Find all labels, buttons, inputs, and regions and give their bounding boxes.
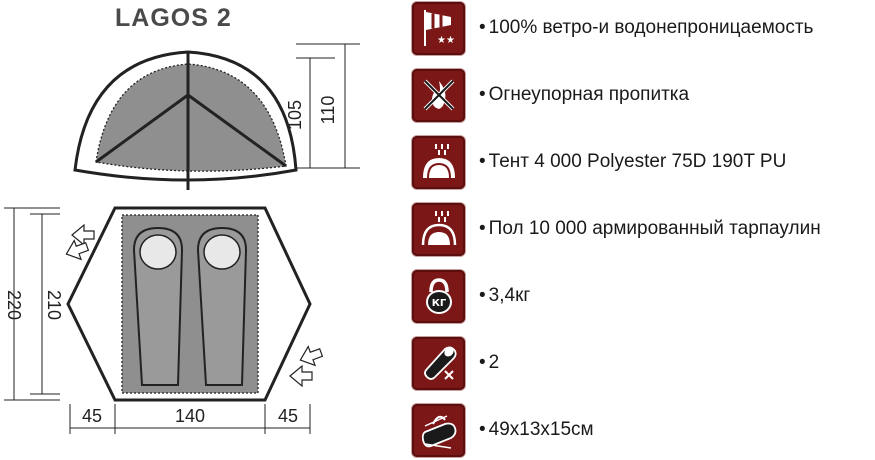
feature-capacity: 2	[412, 335, 875, 391]
sleeping-bag-icon	[412, 336, 465, 390]
feature-label: Огнеупорная пропитка	[479, 84, 689, 106]
feature-label: 49x13x15см	[479, 419, 594, 441]
vestibule-right-label: 45	[278, 406, 298, 426]
feature-wind-water: ★★ 100% ветро-и водонепроницаемость	[412, 0, 875, 56]
feature-label: 100% ветро-и водонепроницаемость	[479, 17, 814, 39]
outer-height-label: 110	[318, 96, 338, 125]
vestibule-left-label: 45	[82, 406, 102, 426]
entrance-arrows-left	[65, 223, 95, 261]
feature-fly: Тент 4 000 Polyester 75D 190T PU	[412, 134, 875, 190]
width-dimension	[69, 404, 311, 434]
svg-text:★★: ★★	[437, 35, 455, 46]
packed-bag-icon	[412, 403, 465, 457]
feature-label: Пол 10 000 армированный тарпаулин	[479, 218, 821, 240]
product-title: LAGOS 2	[115, 4, 232, 32]
inner-height-label: 105	[285, 100, 305, 130]
inner-width-label: 140	[175, 406, 205, 426]
feature-weight: КГ 3,4кг	[412, 268, 875, 324]
sleeping-bag-left	[132, 226, 184, 386]
windsock-icon: ★★	[412, 1, 465, 55]
rain-floor-icon	[412, 202, 465, 256]
inner-length-label: 210	[44, 290, 64, 320]
feature-list: ★★ 100% ветро-и водонепроницаемость Огне…	[412, 0, 875, 460]
rain-fly-icon	[412, 135, 465, 189]
sleeping-bag-right	[196, 226, 248, 386]
height-dimension	[296, 43, 360, 169]
feature-floor: Пол 10 000 армированный тарпаулин	[412, 201, 875, 257]
tent-top-view	[65, 206, 324, 402]
feature-pack-size: 49x13x15см	[412, 402, 875, 458]
no-fire-icon	[412, 68, 465, 122]
feature-label: Тент 4 000 Polyester 75D 190T PU	[479, 151, 787, 173]
feature-fire-retardant: Огнеупорная пропитка	[412, 67, 875, 123]
outer-length-label: 220	[4, 290, 24, 320]
entrance-arrows-right	[289, 345, 324, 388]
length-dimension	[4, 207, 60, 401]
feature-label: 3,4кг	[479, 285, 531, 307]
kettlebell-icon: КГ	[412, 269, 465, 323]
tent-front-view	[73, 50, 298, 190]
tent-diagram: 105 110 220 210	[4, 43, 360, 434]
feature-label: 2	[479, 352, 500, 374]
weight-unit-badge: КГ	[431, 298, 446, 309]
